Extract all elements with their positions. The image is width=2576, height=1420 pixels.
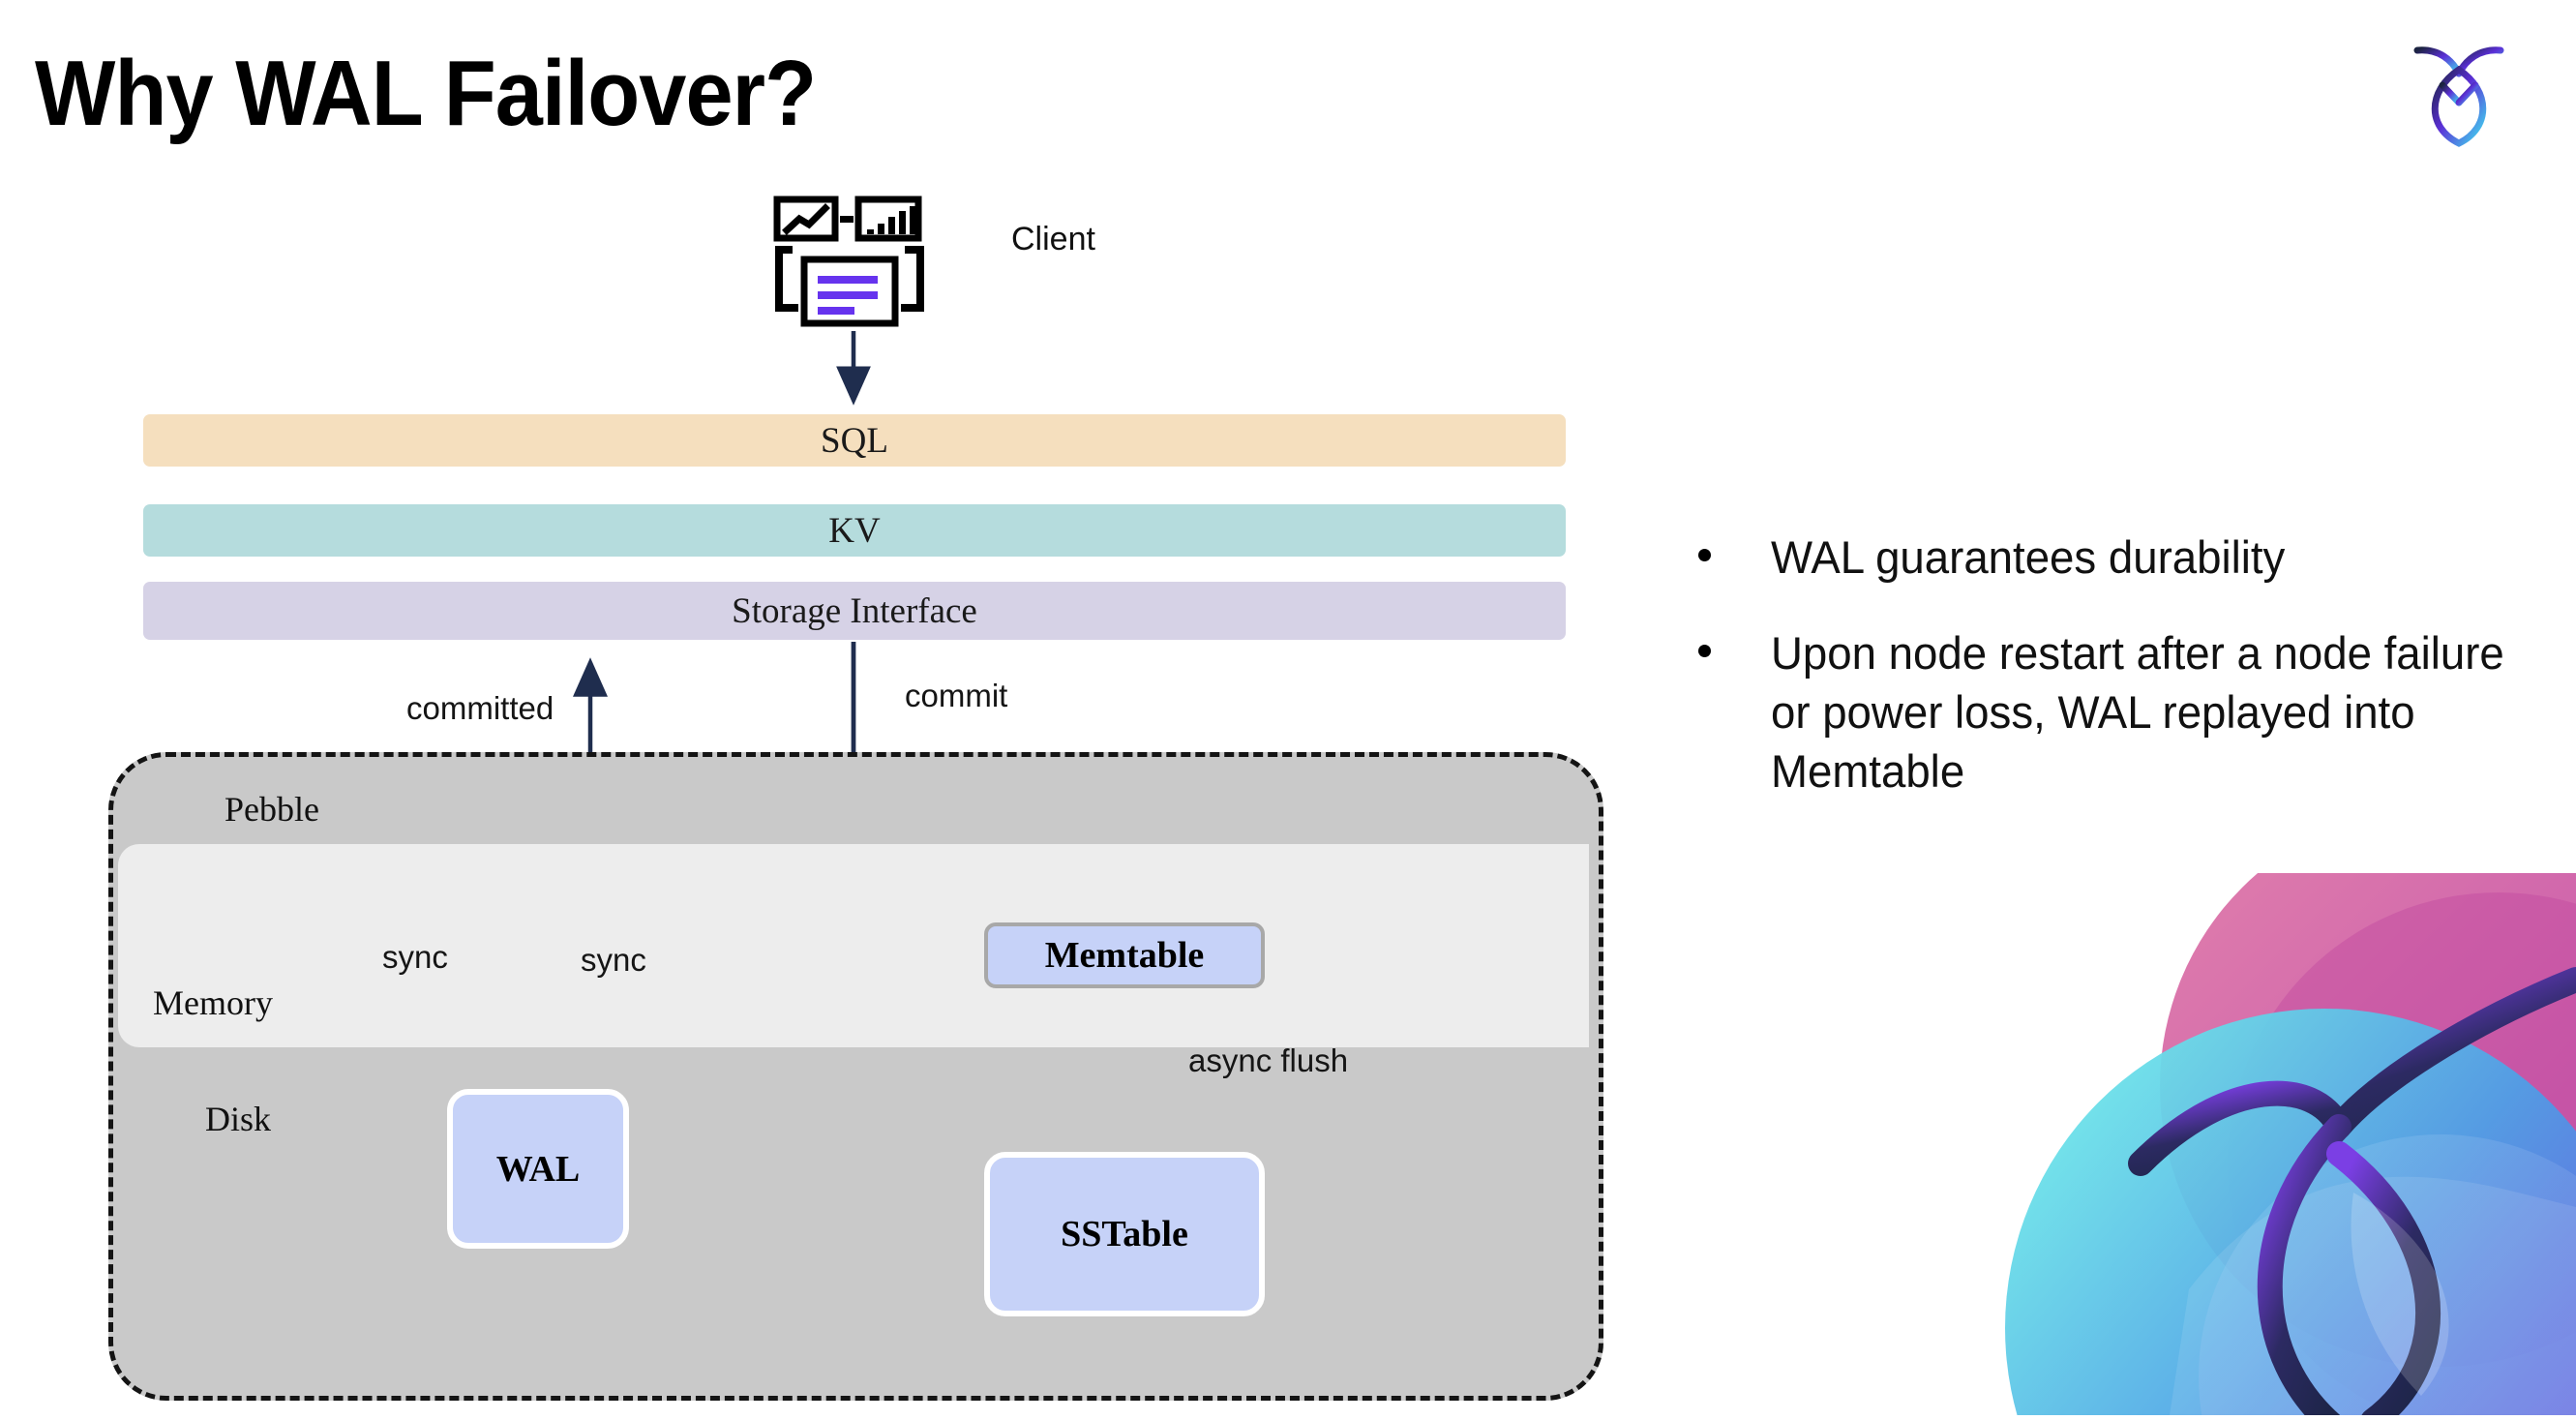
layer-bar-storage-interface-label: Storage Interface: [732, 590, 977, 631]
bullet-dot-icon: [1698, 549, 1711, 561]
page-title: Why WAL Failover?: [35, 42, 817, 145]
node-wal-label: WAL: [495, 1148, 581, 1190]
memory-label: Memory: [153, 983, 273, 1022]
edge-label-sync-right: sync: [581, 942, 646, 978]
layer-bar-kv[interactable]: KV: [143, 504, 1566, 557]
bullet-list: WAL guarantees durability Upon node rest…: [1698, 528, 2550, 837]
layer-bar-kv-label: KV: [828, 510, 881, 551]
layer-bar-sql[interactable]: SQL: [143, 414, 1566, 467]
memory-region: [118, 844, 1589, 1047]
node-memtable[interactable]: Memtable: [984, 922, 1265, 988]
layer-bar-sql-label: SQL: [821, 420, 888, 461]
edge-label-committed: committed: [406, 690, 554, 726]
edge-label-sync-left: sync: [382, 939, 448, 975]
cockroachdb-circles-motif: [1899, 873, 2576, 1415]
node-sstable-label: SSTable: [1061, 1214, 1188, 1254]
list-item: WAL guarantees durability: [1698, 528, 2550, 587]
client-label: Client: [1011, 221, 1095, 257]
client-dashboard-icon: [769, 194, 934, 329]
pebble-label: Pebble: [225, 790, 319, 829]
bullet-text: WAL guarantees durability: [1771, 531, 2286, 583]
node-sstable[interactable]: SSTable: [984, 1152, 1265, 1316]
list-item: Upon node restart after a node failure o…: [1698, 623, 2550, 801]
bullet-text: Upon node restart after a node failure o…: [1771, 627, 2504, 798]
node-wal[interactable]: WAL: [447, 1089, 629, 1249]
cockroachdb-logo-icon: [2406, 35, 2512, 151]
disk-label: Disk: [205, 1100, 272, 1138]
bullet-dot-icon: [1698, 645, 1711, 658]
node-memtable-label: Memtable: [1044, 935, 1205, 976]
layer-bar-storage-interface[interactable]: Storage Interface: [143, 582, 1566, 640]
edge-label-commit: commit: [905, 678, 1008, 713]
edge-label-async-flush: async flush: [1188, 1042, 1349, 1078]
